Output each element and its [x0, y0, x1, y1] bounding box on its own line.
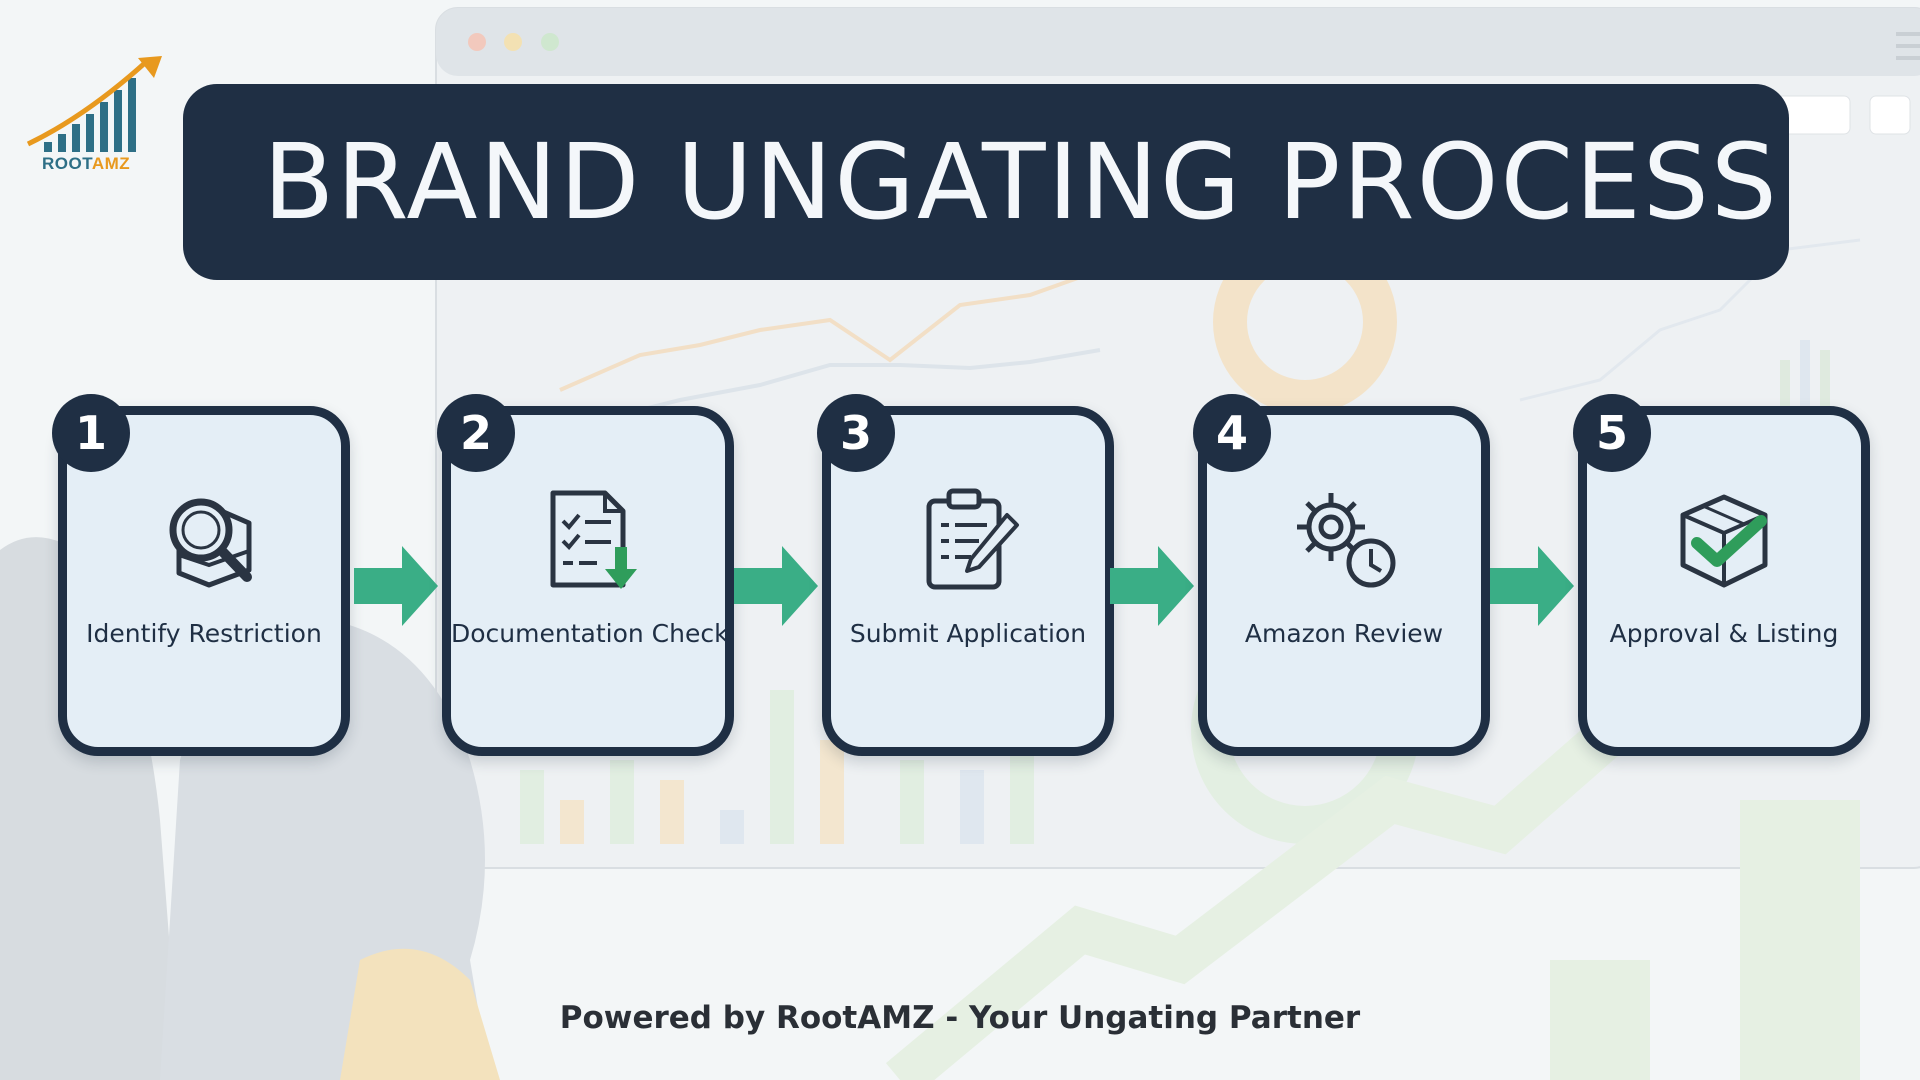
logo-wordmark: ROOTAMZ — [42, 154, 131, 173]
arrow-right-icon — [1490, 546, 1574, 626]
step-card-amazon-review: Amazon Review — [1198, 406, 1490, 756]
rootamz-logo: ROOTAMZ — [26, 56, 166, 176]
footer-tagline: Powered by RootAMZ - Your Ungating Partn… — [559, 1000, 1361, 1036]
step-number-badge: 2 — [437, 394, 515, 472]
arrow-right-icon — [354, 546, 438, 626]
magnifier-box-icon — [67, 485, 341, 595]
step-label: Amazon Review — [1244, 619, 1444, 648]
step-number-badge: 5 — [1573, 394, 1651, 472]
arrow-right-icon — [734, 546, 818, 626]
arrow-right-icon — [1110, 546, 1194, 626]
title-banner: BRAND UNGATING PROCESS — [183, 84, 1789, 280]
step-card-submit-application: Submit Application — [822, 406, 1114, 756]
step-label: Documentation Check — [451, 619, 729, 648]
step-number-badge: 3 — [817, 394, 895, 472]
step-number-badge: 1 — [52, 394, 130, 472]
clipboard-pen-icon — [831, 485, 1105, 595]
box-check-icon — [1587, 485, 1861, 595]
growth-bars-icon — [26, 56, 162, 152]
checklist-download-icon — [451, 485, 725, 595]
step-label: Identify Restriction — [86, 619, 322, 648]
step-number-badge: 4 — [1193, 394, 1271, 472]
step-label: Approval & Listing — [1609, 619, 1839, 648]
page-title: BRAND UNGATING PROCESS — [263, 121, 1779, 243]
gear-clock-icon — [1207, 485, 1481, 595]
step-label: Submit Application — [849, 619, 1087, 648]
